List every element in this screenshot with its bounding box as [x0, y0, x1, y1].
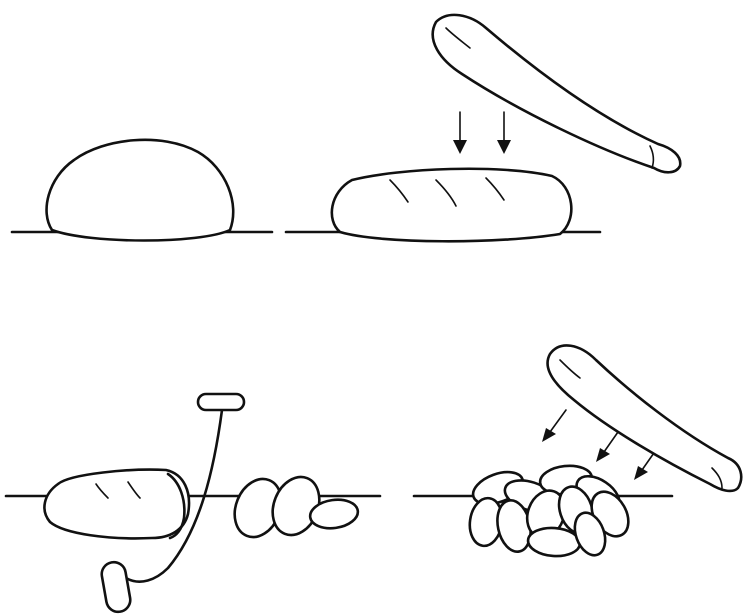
- dough-log: [332, 169, 572, 242]
- down-arrow-icon: [453, 112, 467, 154]
- flattened-pieces-pile: [467, 463, 636, 559]
- rolling-pin-icon: [433, 15, 681, 172]
- dough-ball: [47, 140, 234, 241]
- panel-flattening-pieces: [414, 345, 741, 559]
- down-left-arrow-icon: [596, 432, 618, 462]
- dough-log-short: [44, 470, 189, 539]
- down-arrow-icon: [497, 112, 511, 154]
- dough-slices: [226, 470, 359, 544]
- panel-cutting-slices: [6, 394, 380, 614]
- panel-rolling-log: [286, 15, 680, 241]
- down-left-arrow-icon: [542, 410, 566, 442]
- panel-dough-ball: [12, 140, 272, 241]
